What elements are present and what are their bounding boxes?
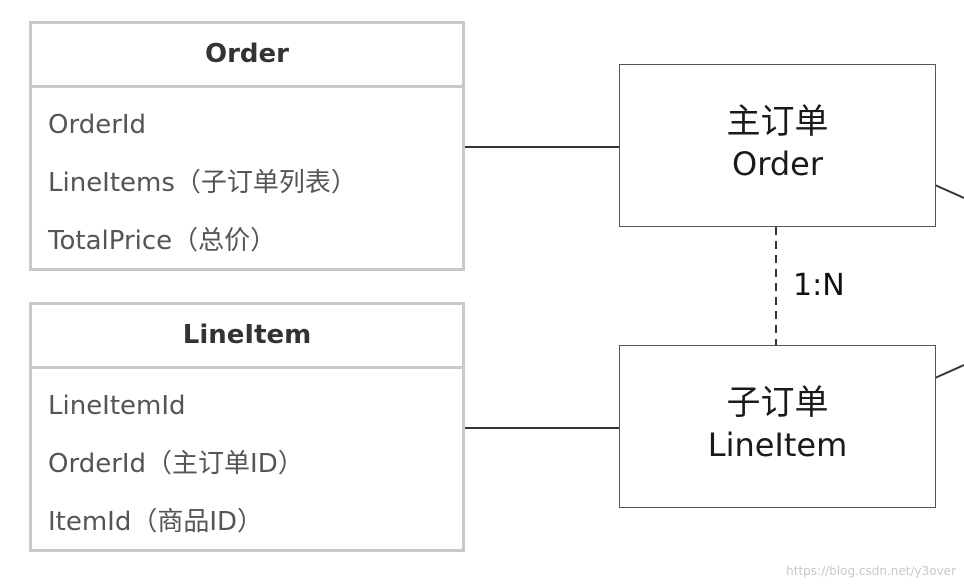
- order-field-lineitems: LineItems（子订单列表）: [48, 168, 357, 198]
- order-class-title: Order: [32, 24, 462, 88]
- order-entity-cn-label: 主订单: [726, 102, 829, 142]
- order-box-outgoing-edge: [934, 184, 964, 199]
- order-class-box: Order OrderId LineItems（子订单列表） TotalPric…: [29, 21, 465, 271]
- relation-cardinality-label: 1:N: [793, 268, 845, 303]
- watermark: https://blog.csdn.net/y3over: [786, 564, 956, 578]
- lineitem-entity-cn-label: 子订单: [726, 383, 829, 423]
- lineitem-field-lineitemid: LineItemId: [48, 391, 186, 421]
- order-entity-en-label: Order: [732, 145, 823, 183]
- lineitem-entity-box: 子订单 LineItem: [619, 345, 936, 508]
- lineitem-class-title: LineItem: [32, 305, 462, 369]
- lineitem-field-orderid: OrderId（主订单ID）: [48, 449, 304, 479]
- lineitem-entity-en-label: LineItem: [707, 426, 848, 464]
- lineitem-box-outgoing-edge: [934, 364, 964, 379]
- lineitem-class-box: LineItem LineItemId OrderId（主订单ID） ItemI…: [29, 302, 465, 552]
- lineitem-field-itemid: ItemId（商品ID）: [48, 507, 264, 537]
- order-field-totalprice: TotalPrice（总价）: [48, 226, 277, 256]
- order-entity-box: 主订单 Order: [619, 64, 936, 227]
- order-field-orderid: OrderId: [48, 110, 147, 140]
